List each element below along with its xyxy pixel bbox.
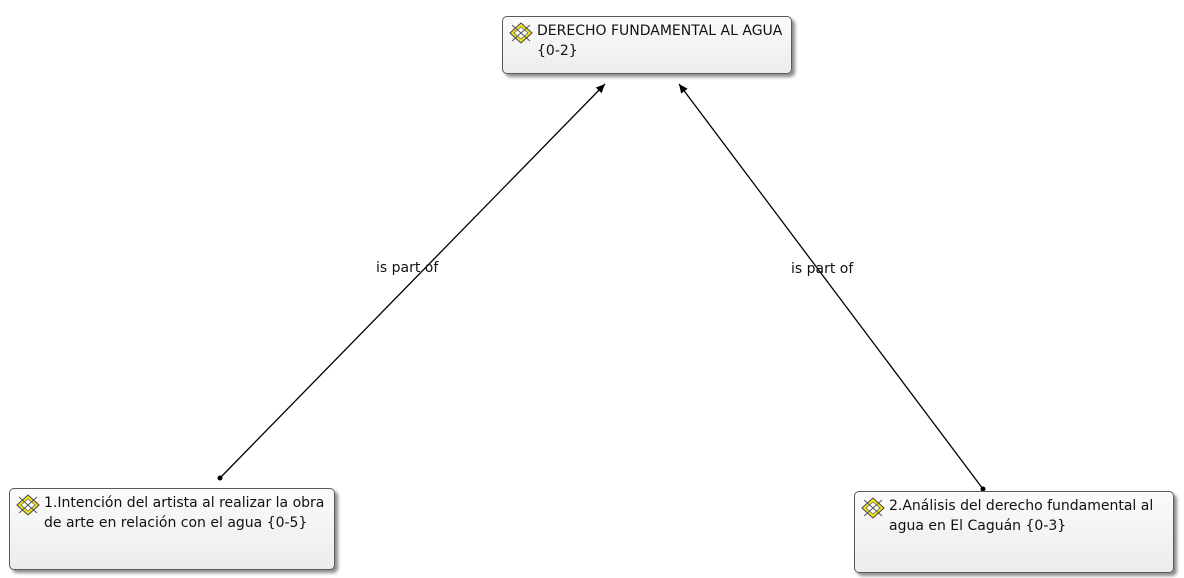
node-intencion-del-artista[interactable]: 1.Intención del artista al realizar la o… [9,488,335,570]
edge-left-to-top[interactable] [219,83,606,479]
edge-label-left: is part of [376,260,439,276]
code-star-icon [16,494,40,516]
edge-label-right: is part of [791,261,854,277]
code-star-icon [861,497,885,519]
edge-right-to-top[interactable] [678,83,984,490]
node-label: 1.Intención del artista al realizar la o… [44,495,325,531]
edge-right-anchor [980,486,986,492]
edge-left-anchor [217,475,223,481]
node-derecho-fundamental-al-agua[interactable]: DERECHO FUNDAMENTAL AL AGUA {0-2} [502,16,792,74]
node-label: 2.Análisis del derecho fundamental al ag… [889,498,1154,534]
node-analisis-del-derecho[interactable]: 2.Análisis del derecho fundamental al ag… [854,491,1174,573]
code-star-icon [509,22,533,44]
node-label: DERECHO FUNDAMENTAL AL AGUA {0-2} [537,23,783,59]
